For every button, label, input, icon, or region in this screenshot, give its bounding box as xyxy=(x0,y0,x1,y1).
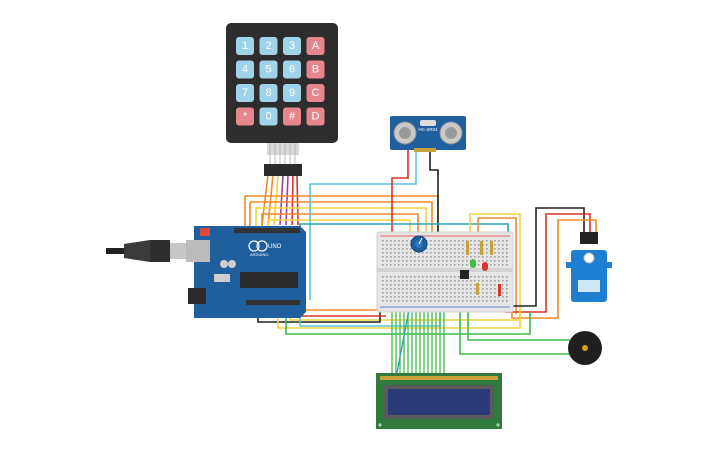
arduino-model-label: UNO xyxy=(268,244,282,250)
led-red[interactable] xyxy=(482,262,488,271)
piezo-buzzer[interactable] xyxy=(568,331,602,365)
keypad-4x4[interactable]: 1 2 3 A 4 5 6 B 7 8 9 C * 0 # D xyxy=(226,23,338,176)
wire-black-ultrasonic xyxy=(429,150,439,235)
hc-sr04-sensor[interactable]: HC-SR04 xyxy=(390,116,466,152)
wire-keypad-1 xyxy=(261,174,269,226)
arduino-brand-label: ARDUINO xyxy=(250,252,268,257)
wire-keypad-4 xyxy=(279,174,284,226)
wire-keypad-7 xyxy=(296,174,299,226)
atmega-chip xyxy=(240,272,298,288)
usb-cable[interactable] xyxy=(106,240,186,262)
keypad-key-B[interactable]: B xyxy=(306,60,325,79)
keypad-key-label: 7 xyxy=(242,87,248,99)
keypad-key-star[interactable]: * xyxy=(236,107,254,126)
keypad-key-label: 8 xyxy=(265,87,271,99)
keypad-key-label: 6 xyxy=(289,64,295,76)
keypad-key-0[interactable]: 0 xyxy=(259,107,278,126)
keypad-key-6[interactable]: 6 xyxy=(283,60,301,79)
led-green[interactable] xyxy=(470,259,476,268)
digital-header xyxy=(234,228,300,233)
keypad-key-label: 9 xyxy=(289,87,295,99)
keypad-key-8[interactable]: 8 xyxy=(259,84,278,102)
breadboard-holes xyxy=(382,240,508,302)
lcd-16x2[interactable] xyxy=(376,373,502,429)
wire-yellow-top-2 xyxy=(267,219,411,240)
keypad-key-1[interactable]: 1 xyxy=(236,37,254,55)
potentiometer[interactable] xyxy=(410,235,428,253)
keypad-key-label: 1 xyxy=(242,40,248,52)
keypad-key-label: C xyxy=(312,87,320,99)
keypad-key-label: # xyxy=(289,111,296,123)
usb-port xyxy=(186,240,210,262)
transistor[interactable] xyxy=(460,270,469,279)
capacitor-1 xyxy=(220,260,228,268)
ultrasonic-crystal xyxy=(420,120,436,126)
reset-button[interactable] xyxy=(200,228,210,236)
keypad-key-C[interactable]: C xyxy=(306,84,325,102)
keypad-key-9[interactable]: 9 xyxy=(283,84,301,102)
keypad-key-2[interactable]: 2 xyxy=(259,37,278,55)
keypad-key-label: 3 xyxy=(289,40,295,52)
arduino-uno[interactable]: UNO ARDUINO xyxy=(186,226,306,318)
wire-green-buzzer-2 xyxy=(467,305,570,341)
keypad-key-4[interactable]: 4 xyxy=(236,60,254,79)
keypad-key-label: 5 xyxy=(265,64,271,76)
keypad-key-label: A xyxy=(312,40,320,52)
servo-connector xyxy=(580,232,598,244)
analog-header xyxy=(246,300,300,305)
servo-motor[interactable] xyxy=(566,232,612,302)
wire-red-ultrasonic xyxy=(391,150,409,255)
keypad-ribbon-lines xyxy=(269,143,296,164)
wire-keypad-3 xyxy=(273,174,279,226)
keypad-key-3[interactable]: 3 xyxy=(283,37,301,55)
keypad-keys: 1 2 3 A 4 5 6 B 7 8 9 C * 0 # D xyxy=(236,37,325,126)
keypad-key-7[interactable]: 7 xyxy=(236,84,254,102)
keypad-key-label: 4 xyxy=(242,64,248,76)
regulator xyxy=(214,274,230,282)
keypad-key-label: 2 xyxy=(265,40,271,52)
servo-horn xyxy=(583,252,595,264)
resistors xyxy=(466,241,501,296)
wire-keypad-6 xyxy=(291,174,294,226)
wire-cyan-ultrasonic xyxy=(309,150,417,300)
wire-orange-right xyxy=(477,217,517,314)
lcd-screen xyxy=(388,389,490,415)
usb-plug xyxy=(170,243,186,259)
keypad-key-label: * xyxy=(243,111,248,123)
arduino-logo xyxy=(248,240,260,252)
power-jack xyxy=(188,288,206,304)
keypad-connector xyxy=(264,164,302,176)
keypad-key-A[interactable]: A xyxy=(306,37,325,55)
keypad-key-label: D xyxy=(312,111,320,123)
wire-orange-top-3 xyxy=(261,213,419,240)
lcd-pins xyxy=(380,376,498,380)
ultrasonic-label: HC-SR04 xyxy=(418,127,438,132)
keypad-key-label: 0 xyxy=(265,111,271,123)
wire-keypad-2 xyxy=(267,174,274,226)
keypad-key-D[interactable]: D xyxy=(306,107,325,126)
keypad-key-hash[interactable]: # xyxy=(283,107,301,126)
wire-orange-top-2 xyxy=(249,201,433,240)
keypad-key-5[interactable]: 5 xyxy=(259,60,278,79)
wire-orange-servo xyxy=(511,219,597,319)
wires xyxy=(244,150,597,379)
wire-keypad-5 xyxy=(285,174,289,226)
keypad-ribbon xyxy=(267,143,299,155)
ultrasonic-pins xyxy=(414,148,436,152)
keypad-key-label: B xyxy=(312,64,319,76)
wire-green-buzzer xyxy=(459,305,570,355)
capacitor-2 xyxy=(228,260,236,268)
